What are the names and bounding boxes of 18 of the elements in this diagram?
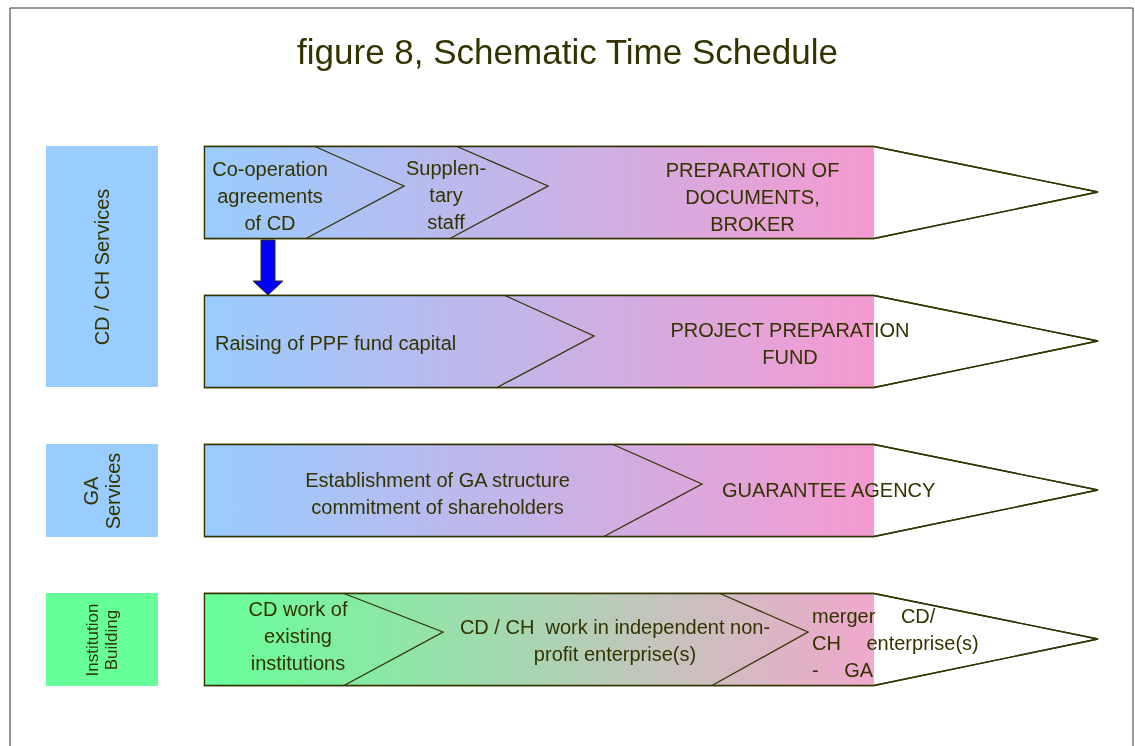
phase-label: merger CD/ CH enterprise(s) - GA bbox=[812, 604, 980, 683]
phase-label: PROJECT PREPARATION FUND bbox=[669, 318, 911, 370]
lane-header bbox=[46, 593, 158, 686]
lane-label: CD / CH Services bbox=[91, 187, 113, 347]
block-arrow bbox=[252, 239, 284, 296]
lane-label: GA Services bbox=[80, 451, 124, 531]
phase-label: PREPARATION OF DOCUMENTS, BROKER bbox=[664, 158, 841, 237]
lane-header bbox=[46, 444, 158, 537]
phase-label: Co-operation agreements of CD bbox=[211, 157, 329, 236]
phase-label: Supplen- tary staff bbox=[406, 156, 486, 235]
diagram-title: figure 8, Schematic Time Schedule bbox=[296, 31, 839, 73]
phase-label: Raising of PPF fund capital bbox=[215, 331, 458, 356]
phase-label: GUARANTEE AGENCY bbox=[722, 478, 937, 503]
phase-label: Establishment of GA structure commitment of shareholders bbox=[304, 468, 571, 520]
lane-label: Institution Building bbox=[83, 602, 121, 678]
phase-label: CD / CH work in independent non-profit enterprise(s) bbox=[459, 615, 771, 667]
lane-header bbox=[46, 146, 158, 387]
phase-label: CD work of existing institutions bbox=[247, 597, 349, 676]
